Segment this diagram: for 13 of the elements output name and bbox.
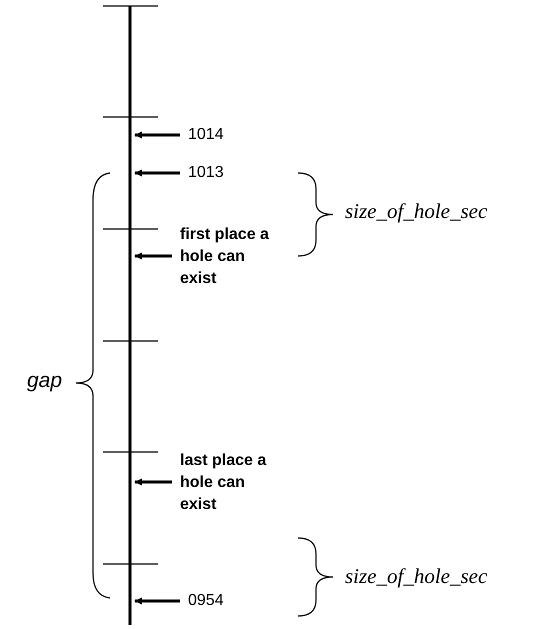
address-number: 1013 bbox=[188, 162, 224, 184]
position-note: last place a hole can exist bbox=[180, 450, 272, 516]
gap-label: gap bbox=[27, 369, 62, 393]
arrow bbox=[134, 598, 180, 604]
section-size-label: size_of_hole_sec bbox=[345, 199, 488, 224]
arrow bbox=[134, 170, 180, 176]
address-number: 1014 bbox=[188, 124, 224, 146]
arrow bbox=[134, 132, 180, 138]
arrow bbox=[134, 252, 172, 260]
section-size-label: size_of_hole_sec bbox=[345, 564, 488, 589]
address-number: 0954 bbox=[188, 590, 224, 612]
position-note: first place a hole can exist bbox=[180, 224, 272, 290]
arrow bbox=[134, 478, 172, 486]
